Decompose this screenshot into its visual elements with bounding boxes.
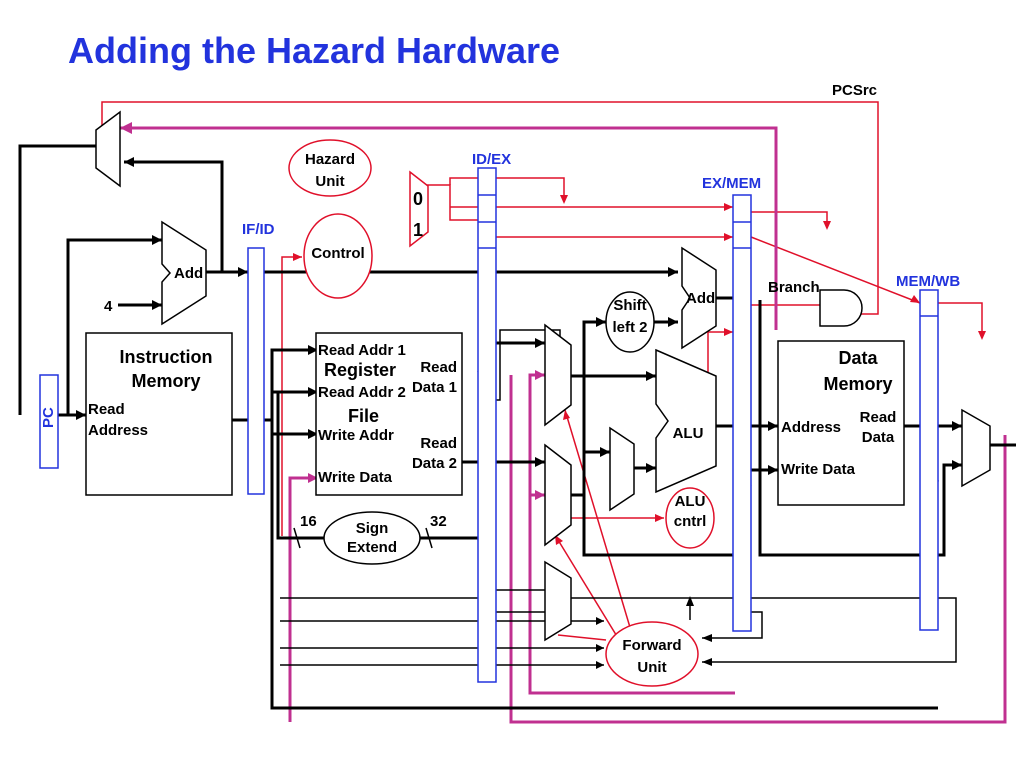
alu-cntrl-label-2: cntrl [674, 513, 707, 530]
alu-src-mux [609, 426, 635, 512]
branch-label: Branch [768, 279, 820, 296]
read-addr-1-label: Read Addr 1 [318, 342, 406, 359]
instruction-memory [85, 332, 233, 496]
constant-four: 4 [104, 298, 113, 315]
control-unit [303, 213, 373, 299]
hazard-label-2: Unit [315, 173, 344, 190]
data-mem-address-label: Address [781, 419, 841, 436]
data-mem-title-1: Data [838, 348, 878, 368]
register-file [315, 332, 463, 496]
control-mux [409, 170, 429, 248]
read-addr-2-label: Read Addr 2 [318, 384, 406, 401]
instr-mem-read-2: Address [88, 422, 148, 439]
sign-extend [323, 511, 421, 565]
sign-extend-label-2: Extend [347, 539, 397, 556]
id-ex-label: ID/EX [472, 151, 511, 168]
page-title: Adding the Hazard Hardware [68, 30, 561, 71]
instr-mem-read-1: Read [88, 401, 125, 418]
wb-mux [961, 408, 991, 488]
data-mem-read-label-1: Read [860, 409, 897, 426]
shift-left-2 [605, 291, 655, 353]
sign-extend-label-1: Sign [356, 520, 389, 537]
ex-mem-register [732, 194, 752, 632]
if-id-label: IF/ID [242, 221, 275, 238]
hazard-label-1: Hazard [305, 151, 355, 168]
pc-adder-label: Add [174, 265, 203, 282]
register-title: Register [324, 360, 396, 380]
alu-label: ALU [673, 425, 704, 442]
alu-cntrl-label-1: ALU [675, 493, 706, 510]
id-ex-register [477, 167, 497, 683]
diagram-labels: PCSrc Hazard Unit ID/EX EX/MEM IF/ID MEM… [40, 82, 960, 676]
pc-label: PC [40, 407, 57, 428]
pc-register [39, 374, 59, 469]
instr-mem-title-1: Instruction [120, 347, 213, 367]
data-memory [777, 340, 905, 506]
control-label: Control [311, 245, 364, 262]
data-mem-read-label-2: Data [862, 429, 895, 446]
sixteen-bit-label: 16 [300, 513, 317, 530]
data-mem-title-2: Memory [823, 374, 892, 394]
branch-adder [681, 246, 717, 350]
arrowheads [76, 122, 986, 669]
if-id-register [247, 247, 265, 495]
forward-label-1: Forward [622, 637, 681, 654]
shift-label-1: Shift [613, 297, 646, 314]
thirtytwo-bit-label: 32 [430, 513, 447, 530]
instr-mem-title-2: Memory [131, 371, 200, 391]
branch-and-gate [819, 289, 863, 327]
alu [655, 348, 717, 494]
read-data-1-label-2: Data 1 [412, 379, 457, 396]
alu-control [665, 487, 715, 549]
alu-mux-a [544, 323, 572, 427]
pcsrc-label: PCSrc [832, 82, 877, 99]
mem-wb-register [919, 289, 939, 631]
branch-adder-label: Add [686, 290, 715, 307]
mem-wb-label: MEM/WB [896, 273, 960, 290]
write-addr-label: Write Addr [318, 427, 394, 444]
write-data-label: Write Data [318, 469, 393, 486]
read-data-1-label-1: Read [420, 359, 457, 376]
pc-adder [161, 220, 207, 326]
hazard-unit [288, 139, 372, 197]
ex-mem-label: EX/MEM [702, 175, 761, 192]
mux-input-1: 1 [413, 220, 423, 240]
read-data-2-label-1: Read [420, 435, 457, 452]
pc-mux [95, 110, 121, 188]
mux-input-0: 0 [413, 189, 423, 209]
forward-label-2: Unit [637, 659, 666, 676]
data-mem-write-data-label: Write Data [781, 461, 856, 478]
file-title: File [348, 406, 379, 426]
alu-mux-b [544, 443, 572, 547]
forward-unit [605, 621, 699, 687]
shift-label-2: left 2 [612, 319, 647, 336]
read-data-2-label-2: Data 2 [412, 455, 457, 472]
reg-dst-mux [544, 560, 572, 642]
